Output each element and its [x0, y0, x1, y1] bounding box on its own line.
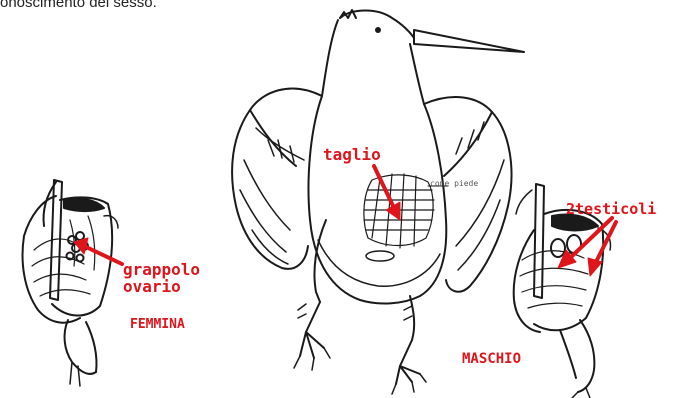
bird-head — [340, 11, 414, 39]
bird-right-wing — [424, 97, 511, 292]
testes-label: 2testicoli — [566, 202, 656, 217]
faint-note-label: come piede — [430, 180, 478, 188]
ovary-label-line2: ovario — [123, 279, 181, 295]
bird-beak — [414, 30, 524, 52]
female-anatomy-sketch — [23, 180, 118, 386]
bird-eye — [375, 27, 381, 33]
ovary-label-line1: grappolo — [123, 262, 200, 278]
female-label: FEMMINA — [130, 318, 185, 331]
male-label: MASCHIO — [462, 352, 521, 366]
cut-label: taglio — [323, 147, 381, 163]
ovary-arrow — [84, 246, 122, 264]
bird-right-leg — [410, 296, 414, 340]
